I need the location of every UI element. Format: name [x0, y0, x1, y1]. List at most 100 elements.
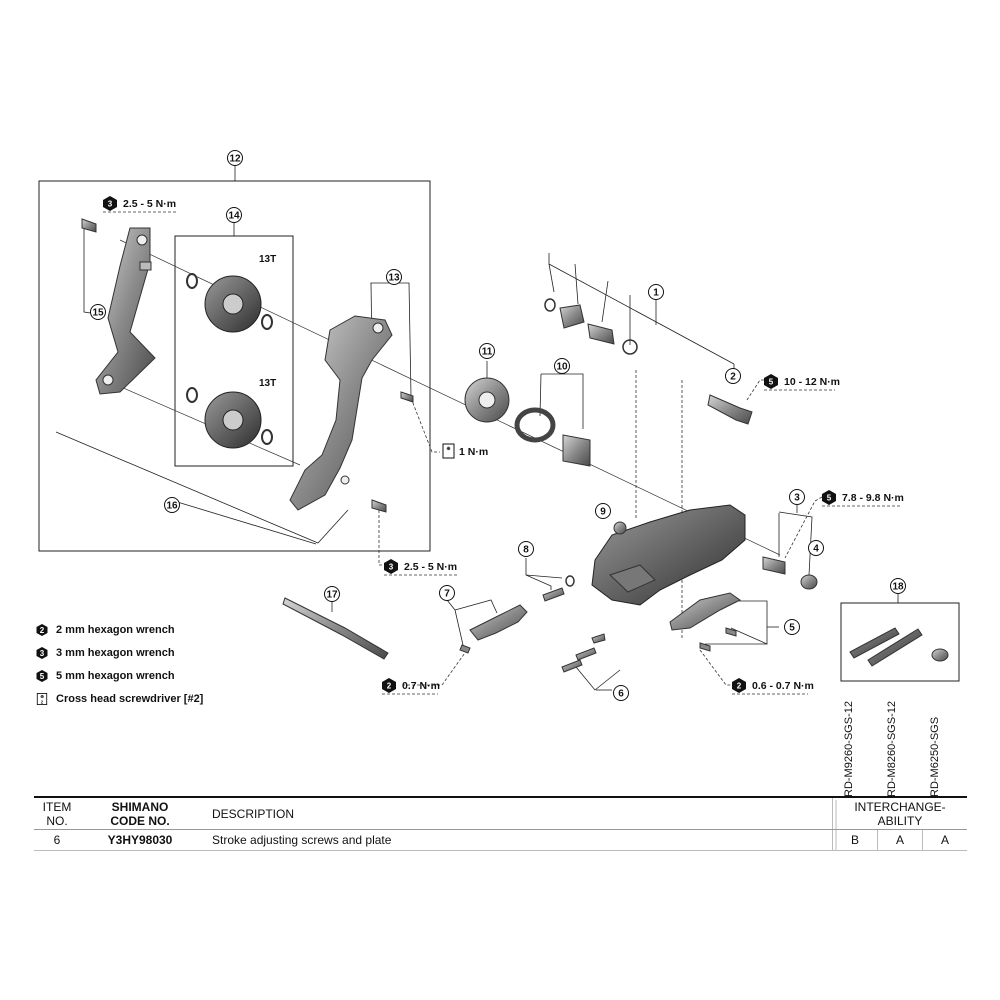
hex-wrench-icon [382, 678, 396, 693]
callout-circle [479, 343, 495, 359]
teeth-label-lower: 13T [259, 378, 276, 389]
hex-wrench-icon [384, 559, 398, 574]
link-cover-5 [669, 592, 741, 652]
callout-circle [439, 585, 455, 601]
svg-text:0.6 - 0.7 N·m: 0.6 - 0.7 N·m [752, 680, 814, 692]
svg-text:7.8 - 9.8 N·m: 7.8 - 9.8 N·m [842, 492, 904, 504]
callout-number: 11 [482, 347, 493, 358]
callout-circle [784, 619, 800, 635]
svg-text:2: 2 [41, 699, 44, 704]
svg-text:3: 3 [40, 649, 45, 658]
torque-spec-7: 2 0.7 N·m [382, 678, 440, 695]
callout-circle [890, 578, 906, 594]
tool-17 [282, 597, 389, 660]
cell-interchange: A [922, 829, 967, 851]
torque-spec-15: 3 2.5 - 5 N·m [103, 196, 176, 213]
table-row: 6 Y3HY98030 Stroke adjusting screws and … [34, 829, 967, 851]
svg-text:1 N·m: 1 N·m [459, 446, 488, 458]
outer-cage-plate [81, 218, 156, 395]
callout-number: 9 [600, 507, 606, 518]
callout-circle [648, 284, 664, 300]
svg-text:0.7 N·m: 0.7 N·m [402, 680, 440, 692]
derailleur-main-body [591, 504, 746, 606]
callout-circle [226, 207, 242, 223]
spring-8 [542, 575, 575, 602]
legend-item: 5 5 mm hexagon wrench [36, 664, 203, 687]
callout-circle [613, 685, 629, 701]
hex-wrench-icon: 5 [36, 669, 48, 682]
header-interchangeability: INTERCHANGE-ABILITY [832, 796, 967, 830]
hex-wrench-icon [822, 490, 836, 505]
callout-circle [808, 540, 824, 556]
bushing-set-10 [514, 407, 591, 467]
header-description: DESCRIPTION [200, 796, 833, 830]
cap-4 [800, 574, 818, 590]
svg-text:2: 2 [737, 682, 742, 691]
callout-number: 15 [92, 308, 104, 319]
torque-spec-3: 5 7.8 - 9.8 N·m [822, 490, 904, 507]
hex-wrench-icon: 3 [36, 646, 48, 659]
hex-wrench-icon [103, 196, 117, 211]
callout-number: 8 [523, 545, 529, 556]
tension-bolt-3 [762, 556, 786, 575]
svg-text:5: 5 [40, 672, 45, 681]
callout-number: 7 [444, 589, 450, 600]
callout-number: 4 [813, 544, 819, 555]
callout-circle [386, 269, 402, 285]
callout-circle [595, 503, 611, 519]
screwdriver-icon: ⊕2 [36, 692, 48, 705]
hex-wrench-icon [732, 678, 746, 693]
legend-text: 3 mm hexagon wrench [56, 646, 175, 659]
torque-spec-2: 5 10 - 12 N·m [764, 374, 840, 391]
inner-cage-plate [289, 315, 393, 513]
callout-number: 1 [653, 288, 659, 299]
svg-text:3: 3 [389, 563, 394, 572]
svg-text:2.5 - 5 N·m: 2.5 - 5 N·m [404, 561, 457, 573]
model-label: RD-M9260-SGS-12 [843, 701, 855, 797]
cell-description: Stroke adjusting screws and plate [200, 829, 833, 851]
callout-number: 2 [730, 372, 736, 383]
callout-circle [324, 586, 340, 602]
cover-plate-11 [464, 377, 510, 423]
cell-interchange: B [832, 829, 878, 851]
callout-number: 13 [388, 273, 400, 284]
hex-wrench-icon [764, 374, 778, 389]
screwdriver-icon [442, 443, 455, 459]
tool-legend: 2 2 mm hexagon wrench 3 3 mm hexagon wre… [36, 618, 203, 710]
svg-text:2: 2 [387, 682, 392, 691]
b-axle-unit-1 [544, 298, 638, 355]
svg-text:3: 3 [108, 200, 113, 209]
callout-circle [227, 150, 243, 166]
callout-circle [725, 368, 741, 384]
cell-item: 6 [34, 829, 80, 851]
callout-number: 12 [229, 154, 241, 165]
legend-item: 2 2 mm hexagon wrench [36, 618, 203, 641]
pin-set-18 [849, 627, 949, 667]
cell-code: Y3HY98030 [80, 829, 200, 851]
callout-circle [164, 497, 180, 513]
torque-spec-5: 2 0.6 - 0.7 N·m [732, 678, 814, 695]
callout-number: 3 [794, 493, 800, 504]
svg-text:⊕: ⊕ [40, 694, 44, 699]
hex-wrench-icon: 2 [36, 623, 48, 636]
svg-text:⊕: ⊕ [446, 446, 450, 452]
callout-number: 5 [789, 623, 795, 634]
callout-number: 17 [326, 590, 338, 601]
callout-circle [554, 358, 570, 374]
callout-number: 16 [166, 501, 178, 512]
callout-number: 10 [556, 362, 568, 373]
svg-text:5: 5 [769, 378, 774, 387]
svg-text:2.5 - 5 N·m: 2.5 - 5 N·m [123, 198, 176, 210]
callout-circle [789, 489, 805, 505]
svg-text:2: 2 [40, 626, 45, 635]
callout-circle [90, 304, 106, 320]
cell-interchange: A [877, 829, 923, 851]
leader-lines [55, 165, 899, 691]
teeth-label-upper: 13T [259, 254, 276, 265]
torque-spec-13: ⊕ 1 N·m [442, 443, 488, 459]
pulley-lower [186, 387, 273, 449]
